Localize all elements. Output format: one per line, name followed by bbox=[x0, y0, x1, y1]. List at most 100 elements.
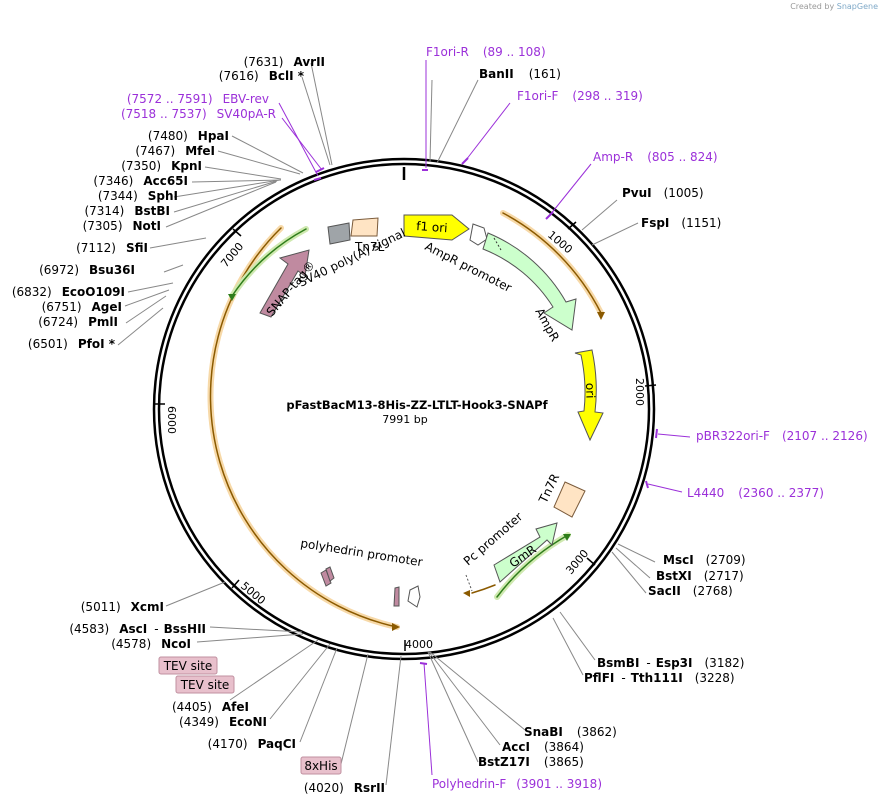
site-mfei[interactable]: (7467)MfeI bbox=[135, 144, 215, 158]
site-bstbi[interactable]: (7314)BstBI bbox=[84, 204, 170, 218]
site-ecoo109i-pos: (6832) bbox=[12, 285, 52, 299]
primer-sv40pa-r[interactable]: (7518 .. 7537)SV40pA-R bbox=[121, 107, 276, 121]
orf-arcs bbox=[207, 210, 604, 630]
site-fspi[interactable]: FspI(1151) bbox=[641, 216, 721, 230]
site-sphi[interactable]: (7344) SphI bbox=[98, 189, 178, 203]
site-noti[interactable]: (7305)NotI bbox=[83, 219, 161, 233]
site-paqci[interactable]: (4170)PaqCI bbox=[208, 737, 296, 751]
badge-tev-site-2[interactable]: TEV site bbox=[175, 675, 235, 694]
site-hpai-name: HpaI bbox=[198, 129, 229, 143]
site-asci[interactable]: (4583)AscI-BssHII bbox=[69, 622, 206, 636]
feature-tn7l[interactable]: Tn7L bbox=[350, 217, 385, 254]
site-xcmi-pos: (5011) bbox=[81, 600, 121, 614]
site-pflfi[interactable]: PflFI-Tth111I(3228) bbox=[584, 671, 735, 685]
feature-small-tags[interactable] bbox=[320, 566, 400, 607]
site-banii[interactable]: BanII(161) bbox=[479, 67, 561, 81]
arrowhead-gm2 bbox=[463, 590, 470, 597]
site-sacii-pos: (2768) bbox=[693, 584, 733, 598]
site-avrii[interactable]: (7631)AvrII bbox=[244, 55, 325, 69]
site-snabi[interactable]: SnaBI(3862) bbox=[524, 725, 617, 739]
primer-f1ori-f[interactable]: F1ori-F(298 .. 319) bbox=[517, 89, 643, 103]
orf-arc-amp-line bbox=[502, 212, 602, 314]
site-bstz17i-name: BstZ17I bbox=[478, 755, 530, 769]
badge-8xhis[interactable]: 8xHis bbox=[300, 756, 342, 775]
site-ncoi-name: NcoI bbox=[161, 637, 191, 651]
site-bsu36i-name: Bsu36I bbox=[89, 263, 135, 277]
site-labels-left: (4020)RsrII (4170)PaqCI (4349)EcoNI (440… bbox=[12, 55, 385, 795]
site-labels-right: BanII(161) PvuI(1005) FspI(1151) MscI(27… bbox=[478, 67, 746, 769]
primer-amp-r-range: (805 .. 824) bbox=[647, 150, 717, 164]
site-bsmbi[interactable]: BsmBI-Esp3I(3182) bbox=[597, 656, 744, 670]
leader-lines bbox=[117, 62, 656, 786]
site-rsrii[interactable]: (4020)RsrII bbox=[304, 781, 385, 795]
primer-polyhedrin-f[interactable]: Polyhedrin-F(3901 .. 3918) bbox=[432, 777, 602, 791]
site-bsu36i[interactable]: (6972)Bsu36I bbox=[39, 263, 135, 277]
site-sacii[interactable]: SacII(2768) bbox=[648, 584, 733, 598]
arrowhead-snap bbox=[228, 294, 236, 301]
site-sphi-pos: (7344) bbox=[98, 189, 138, 203]
site-pvui[interactable]: PvuI(1005) bbox=[622, 186, 704, 200]
site-msci-name: MscI bbox=[663, 553, 694, 567]
primer-f1ori-f-range: (298 .. 319) bbox=[572, 89, 642, 103]
site-agei-pos: (6751) bbox=[42, 300, 82, 314]
primer-f1ori-r[interactable]: F1ori-R (89 .. 108) bbox=[426, 45, 546, 59]
site-acc65i[interactable]: (7346)Acc65I bbox=[93, 174, 188, 188]
backbone-inner bbox=[157, 162, 651, 656]
site-afei-name: AfeI bbox=[222, 700, 249, 714]
site-acci[interactable]: AccI(3864) bbox=[502, 740, 584, 754]
feature-tn7r[interactable]: Tn7R bbox=[536, 471, 586, 518]
site-pfoi-name: PfoI * bbox=[78, 337, 116, 351]
primer-f1ori-r-name: F1ori-R bbox=[426, 45, 469, 59]
orf-arrowheads bbox=[228, 294, 605, 631]
site-sfii[interactable]: (7112)SfiI bbox=[76, 241, 148, 255]
primer-pbr322-range: (2107 .. 2126) bbox=[782, 429, 868, 443]
feature-f1ori[interactable]: f1 ori bbox=[403, 214, 470, 241]
site-avrii-name: AvrII bbox=[293, 55, 325, 69]
brand-created-by: Created by bbox=[790, 2, 835, 11]
primer-ebv-rev-range: (7572 .. 7591) bbox=[127, 92, 213, 106]
site-asci-name: AscI bbox=[119, 622, 147, 636]
feature-ori[interactable]: ori bbox=[574, 349, 604, 442]
tick-label-6000: 6000 bbox=[165, 406, 178, 434]
site-bstxi[interactable]: BstXI(2717) bbox=[656, 569, 744, 583]
site-bstz17i[interactable]: BstZ17I (3865) bbox=[478, 755, 584, 769]
badge-tev-site-1[interactable]: TEV site bbox=[158, 656, 218, 675]
site-mfei-name: MfeI bbox=[185, 144, 215, 158]
site-ecoo109i[interactable]: (6832)EcoO109I bbox=[12, 285, 125, 299]
orf-arc-gm2 bbox=[471, 584, 496, 594]
primer-ebv-rev[interactable]: (7572 .. 7591)EBV-rev bbox=[127, 92, 269, 106]
tick-3000 bbox=[586, 557, 596, 566]
site-afei[interactable]: (4405)AfeI bbox=[172, 700, 249, 714]
site-xcmi[interactable]: (5011) XcmI bbox=[81, 600, 164, 614]
site-pfoi[interactable]: (6501)PfoI * bbox=[28, 337, 116, 351]
primer-amp-r-name: Amp-R bbox=[593, 150, 633, 164]
site-agei[interactable]: (6751)AgeI bbox=[42, 300, 122, 314]
site-kpni[interactable]: (7350) KpnI bbox=[121, 159, 202, 173]
tick-5000 bbox=[231, 579, 240, 589]
primer-amp-r[interactable]: Amp-R (805 .. 824) bbox=[593, 150, 718, 164]
primer-pbr322[interactable]: pBR322ori-F (2107 .. 2126) bbox=[696, 429, 868, 443]
primer-f1ori-r-range: (89 .. 108) bbox=[483, 45, 546, 59]
site-kpni-name: KpnI bbox=[171, 159, 202, 173]
primer-labels: F1ori-R (89 .. 108) F1ori-F(298 .. 319) A… bbox=[121, 45, 868, 791]
site-xcmi-name: XcmI bbox=[131, 600, 164, 614]
primer-pbr322-name: pBR322ori-F bbox=[696, 429, 770, 443]
plasmid-size: 7991 bp bbox=[382, 413, 427, 426]
site-sphi-name: SphI bbox=[148, 189, 178, 203]
tick-1000 bbox=[567, 221, 577, 230]
site-pmli[interactable]: (6724)PmlI bbox=[38, 315, 118, 329]
tag-badges: TEV site TEV site 8xHis bbox=[158, 656, 342, 775]
site-rsrii-name: RsrII bbox=[354, 781, 385, 795]
site-msci[interactable]: MscI(2709) bbox=[663, 553, 746, 567]
site-bstxi-pos: (2717) bbox=[704, 569, 744, 583]
site-pflfi-alt: Tth111I bbox=[631, 671, 683, 685]
site-econi[interactable]: (4349)EcoNI bbox=[179, 715, 267, 729]
site-bstz17i-pos: (3865) bbox=[544, 755, 584, 769]
site-kpni-pos: (7350) bbox=[121, 159, 161, 173]
site-hpai[interactable]: (7480)HpaI bbox=[148, 129, 229, 143]
primer-l4440-name: L4440 bbox=[687, 486, 724, 500]
primer-l4440[interactable]: L4440(2360 .. 2377) bbox=[687, 486, 824, 500]
site-bcli[interactable]: (7616)BclI * bbox=[219, 69, 305, 83]
site-ncoi[interactable]: (4578)NcoI bbox=[111, 637, 191, 651]
